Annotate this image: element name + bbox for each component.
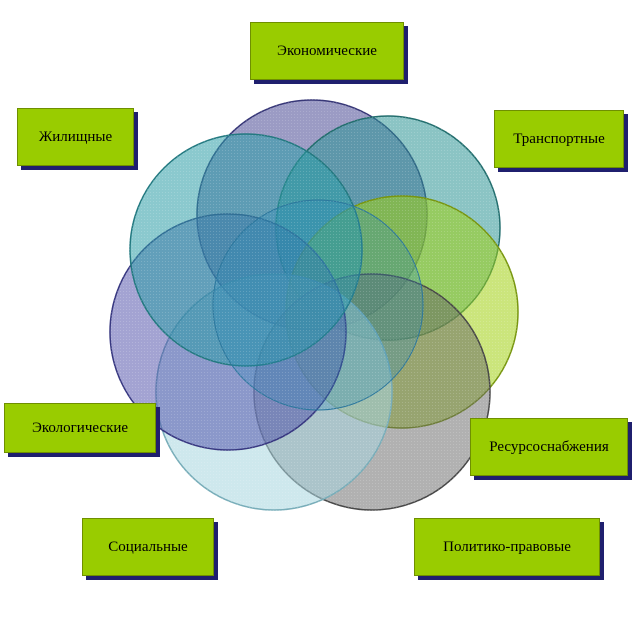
label-economic: Экономические: [250, 22, 404, 80]
label-transport: Транспортные: [494, 110, 624, 168]
label-ecological: Экологические: [4, 403, 156, 453]
label-social: Социальные: [82, 518, 214, 576]
label-housing: Жилищные: [17, 108, 134, 166]
label-political: Политико-правовые: [414, 518, 600, 576]
label-resource: Ресурсоснабжения: [470, 418, 628, 476]
